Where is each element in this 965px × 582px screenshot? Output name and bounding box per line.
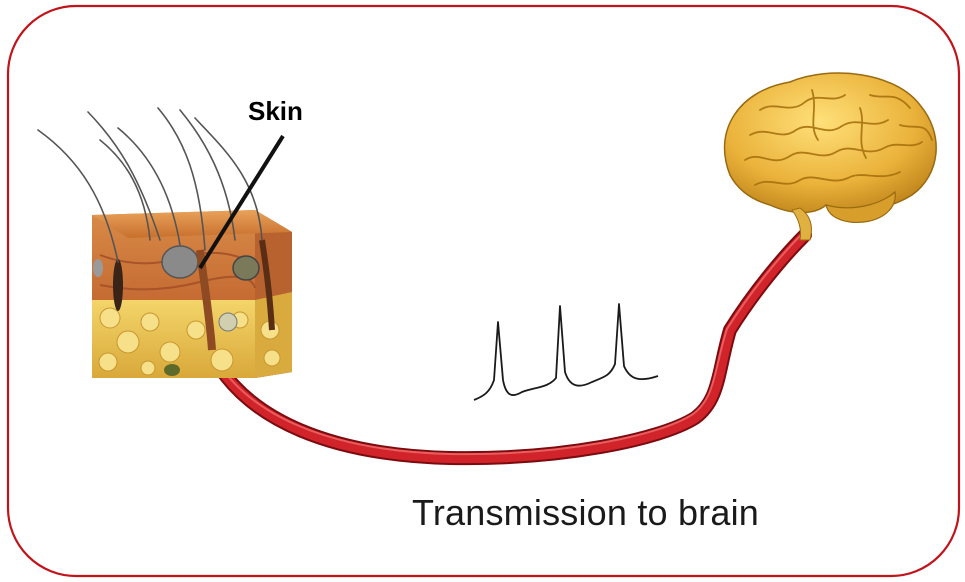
skin-label: Skin bbox=[248, 96, 303, 127]
diagram-caption: Transmission to brain bbox=[412, 492, 759, 534]
